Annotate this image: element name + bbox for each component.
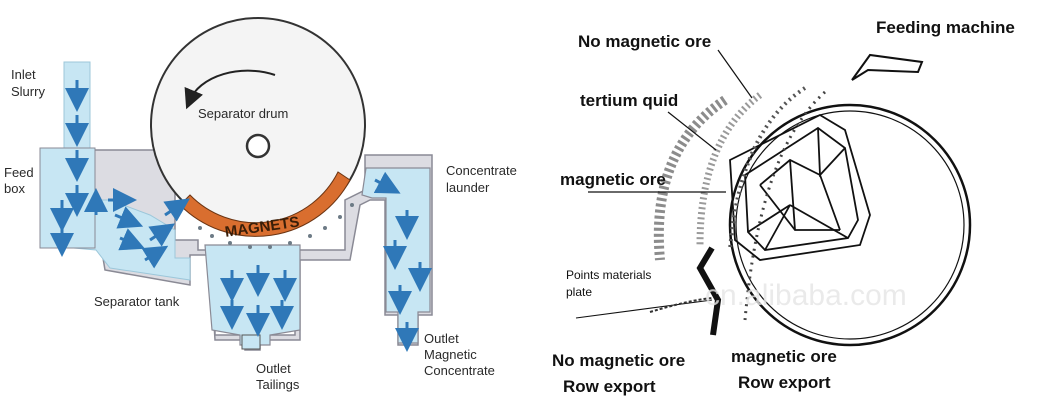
bottom-magnetic-row-label: Row export	[738, 373, 831, 392]
launder-label: launder	[446, 180, 490, 195]
tailings-chute	[204, 244, 301, 346]
bottom-no-magnetic-label: No magnetic ore	[552, 351, 685, 370]
tank-label: Separator tank	[94, 294, 180, 309]
magnets-band	[179, 171, 351, 237]
box-label: box	[4, 181, 25, 196]
watermark: cn.alibaba.com	[705, 279, 907, 312]
feed-label: Feed	[4, 165, 34, 180]
tail-curve	[649, 297, 713, 313]
magnet-frame	[729, 113, 871, 261]
rotation-arrow	[184, 69, 276, 110]
bottom-magnetic-label: magnetic ore	[731, 347, 837, 366]
concentrate-label: Concentrate	[446, 163, 517, 178]
feeding-machine-label: Feeding machine	[876, 18, 1015, 37]
dry-drum-inner	[735, 110, 965, 340]
plate-label-2: plate	[566, 285, 592, 299]
plate-leader	[575, 299, 713, 319]
feeding-machine	[851, 53, 924, 81]
concentrate-out-label: Concentrate	[424, 363, 495, 378]
drum-label: Separator drum	[198, 106, 288, 121]
drum-axle	[245, 133, 271, 159]
leader-lines	[588, 49, 753, 193]
left-separator-diagram: MAGNETS	[4, 17, 517, 392]
tailings-outlet-label: Outlet	[256, 361, 291, 376]
plate-label-1: Points materials	[566, 268, 651, 282]
tailings-outlet	[241, 334, 261, 350]
ore-streams	[653, 86, 826, 321]
tailings-label: Tailings	[256, 377, 300, 392]
no-magnetic-ore-label: No magnetic ore	[578, 32, 711, 51]
slurry-label: Slurry	[11, 84, 45, 99]
magnetic-label: Magnetic	[424, 347, 477, 362]
points-materials-plate	[696, 246, 722, 336]
magnetic-ore-label: magnetic ore	[560, 170, 666, 189]
particles	[198, 203, 354, 249]
magnetic-outlet-label: Outlet	[424, 331, 459, 346]
inlet-label: Inlet	[11, 67, 36, 82]
right-separator-diagram: cn.alibaba.com Feeding machine No magnet…	[552, 18, 1015, 396]
tertium-quid-label: tertium quid	[580, 91, 678, 110]
bottom-no-magnetic-row-label: Row export	[563, 377, 656, 396]
feed-box	[39, 147, 96, 249]
flow-arrows	[50, 80, 432, 352]
